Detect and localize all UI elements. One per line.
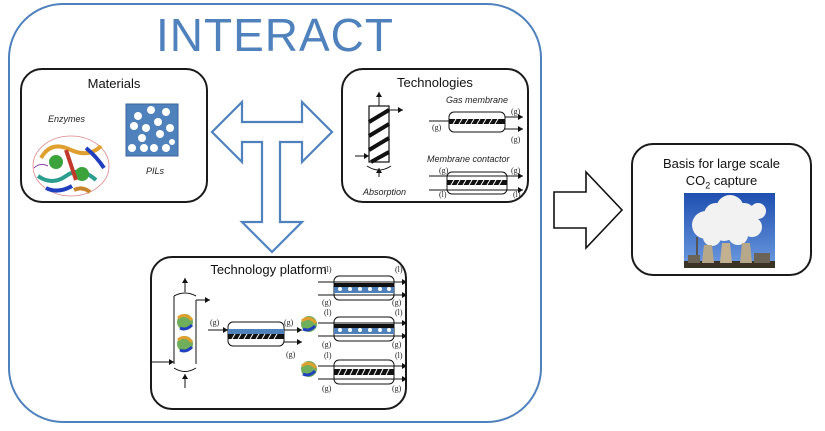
gm-gas-out-1: (g): [511, 107, 521, 116]
membrane-contactor-label: Membrane contactor: [427, 154, 510, 164]
enzyme-column-icon: [150, 278, 210, 388]
enzyme-structure-icon: [32, 135, 110, 197]
materials-technologies-arrow: [210, 99, 334, 254]
enzymes-label: Enzymes: [48, 114, 86, 124]
gas-membrane-label: Gas membrane: [446, 95, 509, 105]
outcome-title: Basis for large scale CO2 capture: [633, 155, 810, 195]
platform-contactor-pils-1: [318, 275, 407, 301]
power-plant-image: [684, 193, 775, 268]
pgm-gas-out-2: (g): [286, 350, 296, 359]
c3-liquid-in: (l): [324, 351, 332, 360]
materials-box: Materials Enzymes PILs: [20, 68, 208, 203]
platform-contactor-pils-2: [318, 316, 407, 342]
interact-frame: [8, 3, 542, 423]
c1-liquid-in: (l): [324, 265, 332, 274]
absorption-column-icon: [355, 92, 403, 177]
outcome-box: Basis for large scale CO2 capture: [631, 143, 812, 276]
technologies-box: Technologies Absorption Gas membrane (g)…: [341, 68, 529, 203]
c3-gas-out: (g): [392, 384, 402, 393]
c2-gas-in: (g): [322, 340, 332, 349]
gm-gas-in: (g): [432, 123, 442, 132]
platform-contactor-3: [318, 359, 407, 385]
mc-liquid-out: (l): [513, 190, 521, 199]
technologies-title: Technologies: [397, 75, 473, 90]
c2-liquid-out: (l): [395, 308, 403, 317]
gas-membrane-icon: [429, 111, 523, 133]
c2-liquid-in: (l): [324, 308, 332, 317]
pils-label: PILs: [146, 166, 165, 176]
pgm-gas-out-1: (g): [284, 318, 294, 327]
platform-gas-membrane-icon: [208, 321, 302, 347]
diagram-title: INTERACT: [156, 9, 394, 61]
gm-gas-out-2: (g): [511, 135, 521, 144]
mc-gas-in: (g): [439, 166, 449, 175]
materials-title: Materials: [87, 76, 141, 91]
enzyme-icon: [301, 316, 318, 332]
c1-liquid-out: (l): [395, 265, 403, 274]
pgm-gas-in: (g): [210, 318, 220, 327]
outcome-line-1: Basis for large scale: [662, 156, 781, 171]
mc-gas-out: (g): [511, 166, 521, 175]
membrane-contactor-icon: [429, 171, 523, 195]
c3-liquid-out: (l): [395, 351, 403, 360]
mc-liquid-in: (l): [439, 190, 447, 199]
absorption-label: Absorption: [363, 187, 407, 197]
c3-gas-in: (g): [322, 384, 332, 393]
c1-gas-in: (g): [322, 298, 332, 307]
c1-gas-out: (g): [392, 298, 402, 307]
outcome-line-2: CO2 capture: [685, 173, 758, 191]
pils-icon: [125, 103, 179, 157]
c2-gas-out: (g): [392, 340, 402, 349]
to-outcome-arrow: [553, 169, 624, 251]
enzyme-icon: [301, 361, 318, 377]
platform-title: Technology platform: [210, 262, 327, 277]
technology-platform-box: Technology platform (g) (g) (g): [150, 256, 407, 410]
